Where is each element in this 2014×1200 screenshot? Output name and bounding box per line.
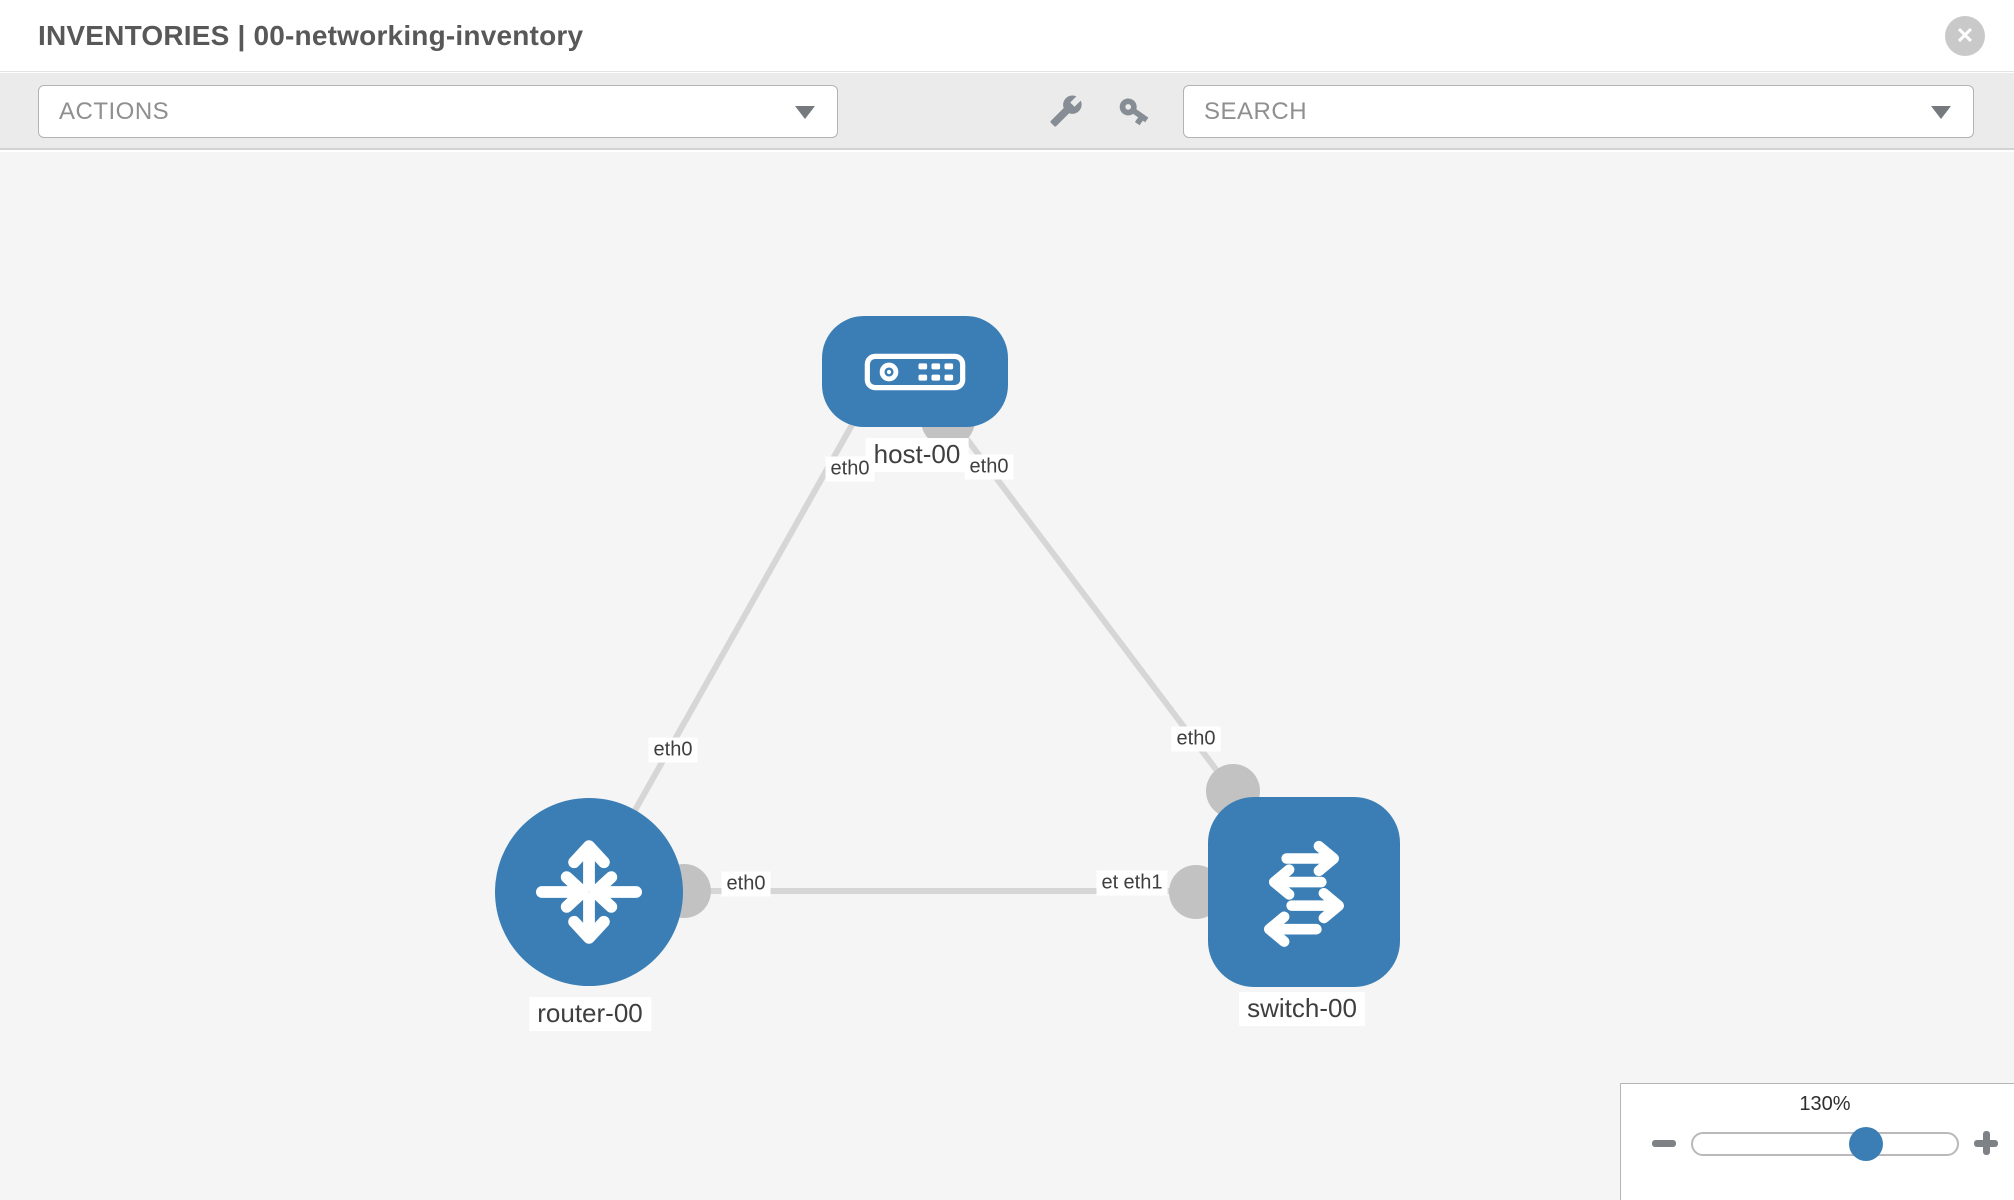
chevron-down-icon	[795, 105, 815, 119]
chevron-down-icon	[1931, 105, 1951, 119]
minus-icon	[1652, 1140, 1676, 1147]
interface-label-switch-eth0: eth0	[1171, 726, 1221, 752]
node-label-host: host-00	[865, 438, 969, 472]
wrench-button[interactable]	[1040, 85, 1092, 137]
switch-icon	[1264, 840, 1344, 947]
wrench-icon	[1050, 95, 1082, 127]
close-icon: ✕	[1955, 23, 1975, 48]
zoom-slider[interactable]	[1691, 1127, 1959, 1161]
search-dropdown-label: SEARCH	[1204, 97, 1308, 125]
actions-dropdown-label: ACTIONS	[59, 97, 170, 125]
interface-label-host-eth0-right: eth0	[964, 454, 1014, 480]
zoom-control-panel: 130%	[1620, 1083, 2014, 1200]
interface-label-switch-eth1: eth1	[1118, 870, 1168, 896]
interface-label-router-eth0: eth0	[721, 871, 771, 897]
page-title: INVENTORIES | 00-networking-inventory	[38, 19, 584, 51]
actions-dropdown[interactable]: ACTIONS	[38, 85, 838, 138]
zoom-level-label: 130%	[1799, 1093, 1851, 1115]
host-icon	[864, 353, 966, 390]
interface-label-host-eth0-left: eth0	[825, 456, 875, 482]
plus-icon-bar	[1983, 1131, 1990, 1155]
links-layer	[586, 393, 1260, 919]
zoom-out-button[interactable]	[1651, 1130, 1677, 1156]
key-icon	[1119, 98, 1149, 126]
zoom-slider-knob[interactable]	[1849, 1127, 1883, 1161]
key-button[interactable]	[1108, 85, 1160, 137]
node-host-00[interactable]	[822, 316, 1008, 427]
zoom-in-button[interactable]	[1973, 1130, 1999, 1156]
toolbar: ACTIONS SEARCH	[0, 73, 2014, 150]
close-button[interactable]: ✕	[1945, 16, 1985, 56]
node-switch-00[interactable]	[1208, 797, 1400, 987]
node-label-router: router-00	[529, 997, 651, 1031]
router-icon	[535, 840, 643, 944]
node-label-switch: switch-00	[1239, 992, 1365, 1026]
search-dropdown[interactable]: SEARCH	[1183, 85, 1974, 138]
topology-canvas[interactable]: host-00 router-00 switch-00 eth0 eth0 et…	[0, 152, 2014, 1200]
interface-label-router-eth0-uplink: eth0	[648, 737, 698, 763]
node-router-00[interactable]	[495, 798, 683, 986]
header: INVENTORIES | 00-networking-inventory ✕	[0, 0, 2014, 72]
